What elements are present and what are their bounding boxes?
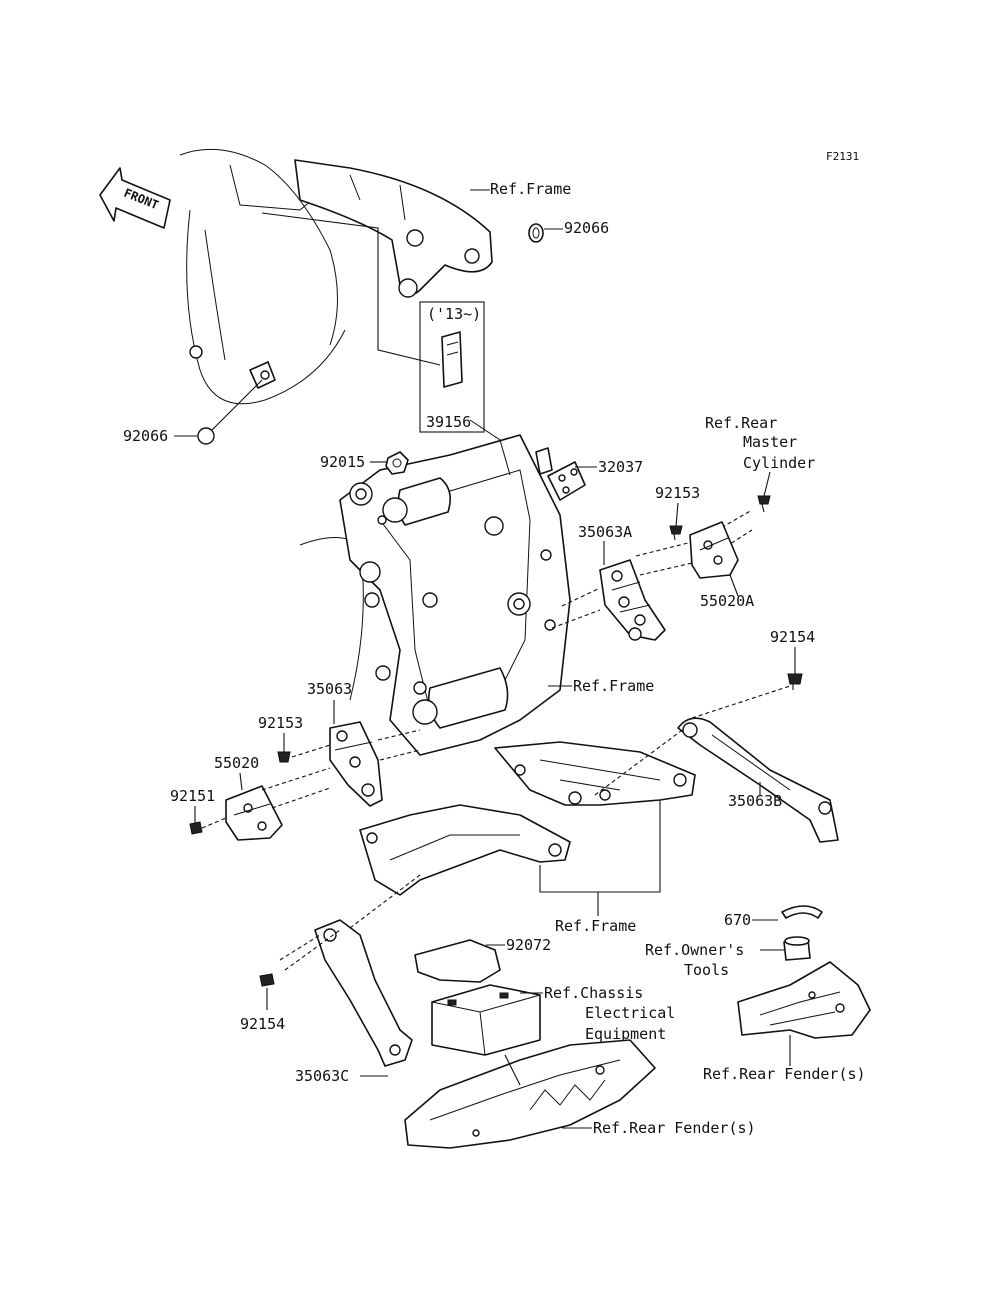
grommet-92066-top (528, 223, 544, 243)
battery-icon (431, 984, 541, 1056)
sticker-39156-box: ('13~) 39156 (419, 301, 485, 433)
label-92151: 92151 (170, 787, 215, 805)
label-35063C: 35063C (295, 1067, 349, 1085)
ref-rear-fender-right: Ref.Rear Fender(s) (703, 1065, 866, 1083)
strap-670 (781, 905, 823, 919)
sub-frame-center (494, 741, 696, 806)
label-92072: 92072 (506, 936, 551, 954)
ref-rear-master-2: Master (743, 433, 797, 451)
label-92153-left: 92153 (258, 714, 303, 732)
label-39156: 39156 (426, 413, 471, 431)
guard-55020A (689, 521, 739, 579)
ref-frame-top: Ref.Frame (490, 180, 571, 198)
bracket-35063 (329, 721, 383, 807)
ref-owners-2: Tools (684, 961, 729, 979)
bolt-92153-right (669, 525, 683, 541)
front-arrow-icon: FRONT (99, 167, 171, 229)
sub-frame-lower (359, 804, 571, 896)
label-35063A: 35063A (578, 523, 632, 541)
seat-frame-outline (179, 148, 493, 405)
ref-frame-bottom: Ref.Frame (555, 917, 636, 935)
label-55020A: 55020A (700, 592, 754, 610)
diagram-code: F2131 (826, 150, 859, 163)
label-55020: 55020 (214, 754, 259, 772)
ref-chassis-3: Equipment (585, 1025, 666, 1043)
year-note: ('13~) (427, 305, 481, 323)
bracket-35063A (599, 559, 666, 641)
label-35063B: 35063B (728, 792, 782, 810)
nut-92015 (385, 451, 409, 475)
bracket-32037 (535, 447, 586, 501)
bolt-92153-left (277, 751, 291, 763)
label-32037: 32037 (598, 458, 643, 476)
label-35063: 35063 (307, 680, 352, 698)
ref-rear-master-3: Cylinder (743, 454, 815, 472)
label-92015: 92015 (320, 453, 365, 471)
label-92154-left: 92154 (240, 1015, 285, 1033)
rear-fender-bottom (404, 1039, 656, 1149)
bracket-35063C (314, 919, 413, 1067)
cover-92072 (414, 939, 501, 983)
bolt-ref-master (757, 495, 771, 513)
ref-rear-fender-bottom: Ref.Rear Fender(s) (593, 1119, 756, 1137)
bolt-92151 (189, 821, 203, 835)
ref-frame-mid: Ref.Frame (573, 677, 654, 695)
ref-rear-master-1: Ref.Rear (705, 414, 777, 432)
owners-tools-icon (783, 936, 811, 961)
rear-fender-right (737, 961, 871, 1039)
ref-chassis-2: Electrical (585, 1004, 675, 1022)
label-92066-top: 92066 (564, 219, 609, 237)
main-frame (299, 419, 571, 756)
label-92154-right: 92154 (770, 628, 815, 646)
guard-55020 (225, 785, 283, 841)
grommet-92066-left (197, 427, 215, 445)
bolt-92154-right (787, 673, 803, 690)
label-92153-right: 92153 (655, 484, 700, 502)
label-92066-left: 92066 (123, 427, 168, 445)
ref-owners-1: Ref.Owner's (645, 941, 744, 959)
bolt-92154-left (259, 973, 275, 987)
ref-chassis-1: Ref.Chassis (544, 984, 643, 1002)
bracket-35063B (677, 717, 839, 843)
label-670: 670 (724, 911, 751, 929)
